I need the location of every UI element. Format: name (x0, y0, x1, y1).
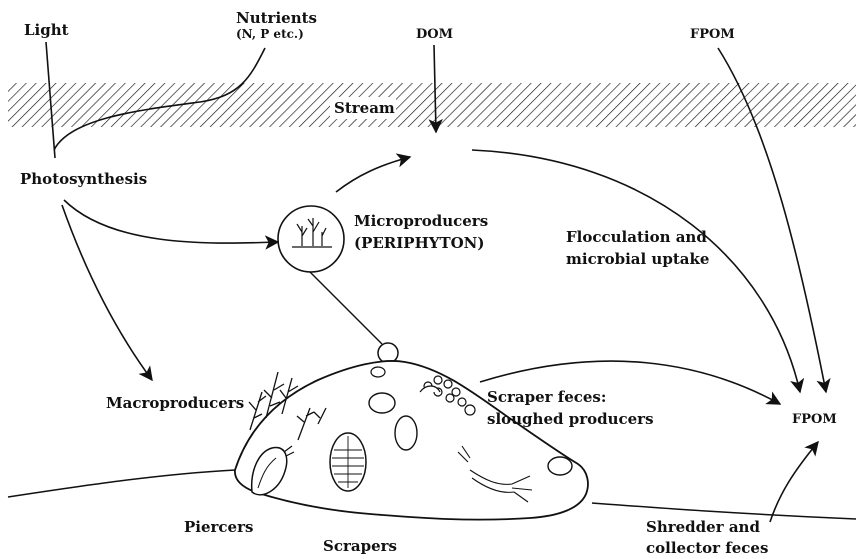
microbial-uptake-label: microbial uptake (566, 250, 709, 268)
fpom-right-label: FPOM (792, 412, 837, 428)
photosynthesis-label: Photosynthesis (20, 170, 147, 188)
scraper-insect (330, 433, 366, 491)
microproducers-label: Microproducers (354, 212, 488, 230)
light-label: Light (24, 21, 69, 39)
scraper-feces-label: Scraper feces: (487, 388, 606, 406)
sloughed-producers-label: sloughed producers (487, 410, 654, 428)
scrapers-label: Scrapers (323, 537, 397, 555)
microproducers-leachate-arrow (336, 157, 410, 192)
pebble-2 (395, 416, 417, 450)
shredder-label: Shredder and (646, 518, 760, 536)
dom-label: DOM (416, 27, 453, 43)
periphyton-magnifier (278, 206, 344, 272)
nutrients-sublabel: (N, P etc.) (236, 27, 304, 41)
rock-surface-spot (378, 343, 398, 363)
stream-label: Stream (334, 99, 395, 117)
macroproducers-label: Macroproducers (106, 394, 244, 412)
flocculation-arrow (472, 150, 800, 392)
periphyton-connector-line (310, 272, 382, 344)
pebble-3 (371, 367, 385, 377)
stream-bed-line (8, 470, 235, 497)
nutrients-label: Nutrients (236, 9, 317, 27)
photosynthesis-to-macroproducers-arrow (62, 205, 152, 380)
stream-surface-band (8, 83, 856, 127)
shredder-feces-arrow (770, 442, 818, 522)
stream-bed-line-right (592, 503, 856, 519)
collector-feces-label: collector feces (646, 539, 768, 557)
rock-end-knob (548, 457, 572, 475)
piercers-label: Piercers (184, 518, 253, 536)
periphyton-label: (PERIPHYTON) (354, 234, 485, 252)
pebble-1 (369, 393, 395, 413)
photosynthesis-to-microproducers-arrow (64, 200, 278, 243)
fpom-top-label: FPOM (690, 27, 735, 43)
flocculation-label: Flocculation and (566, 228, 707, 246)
